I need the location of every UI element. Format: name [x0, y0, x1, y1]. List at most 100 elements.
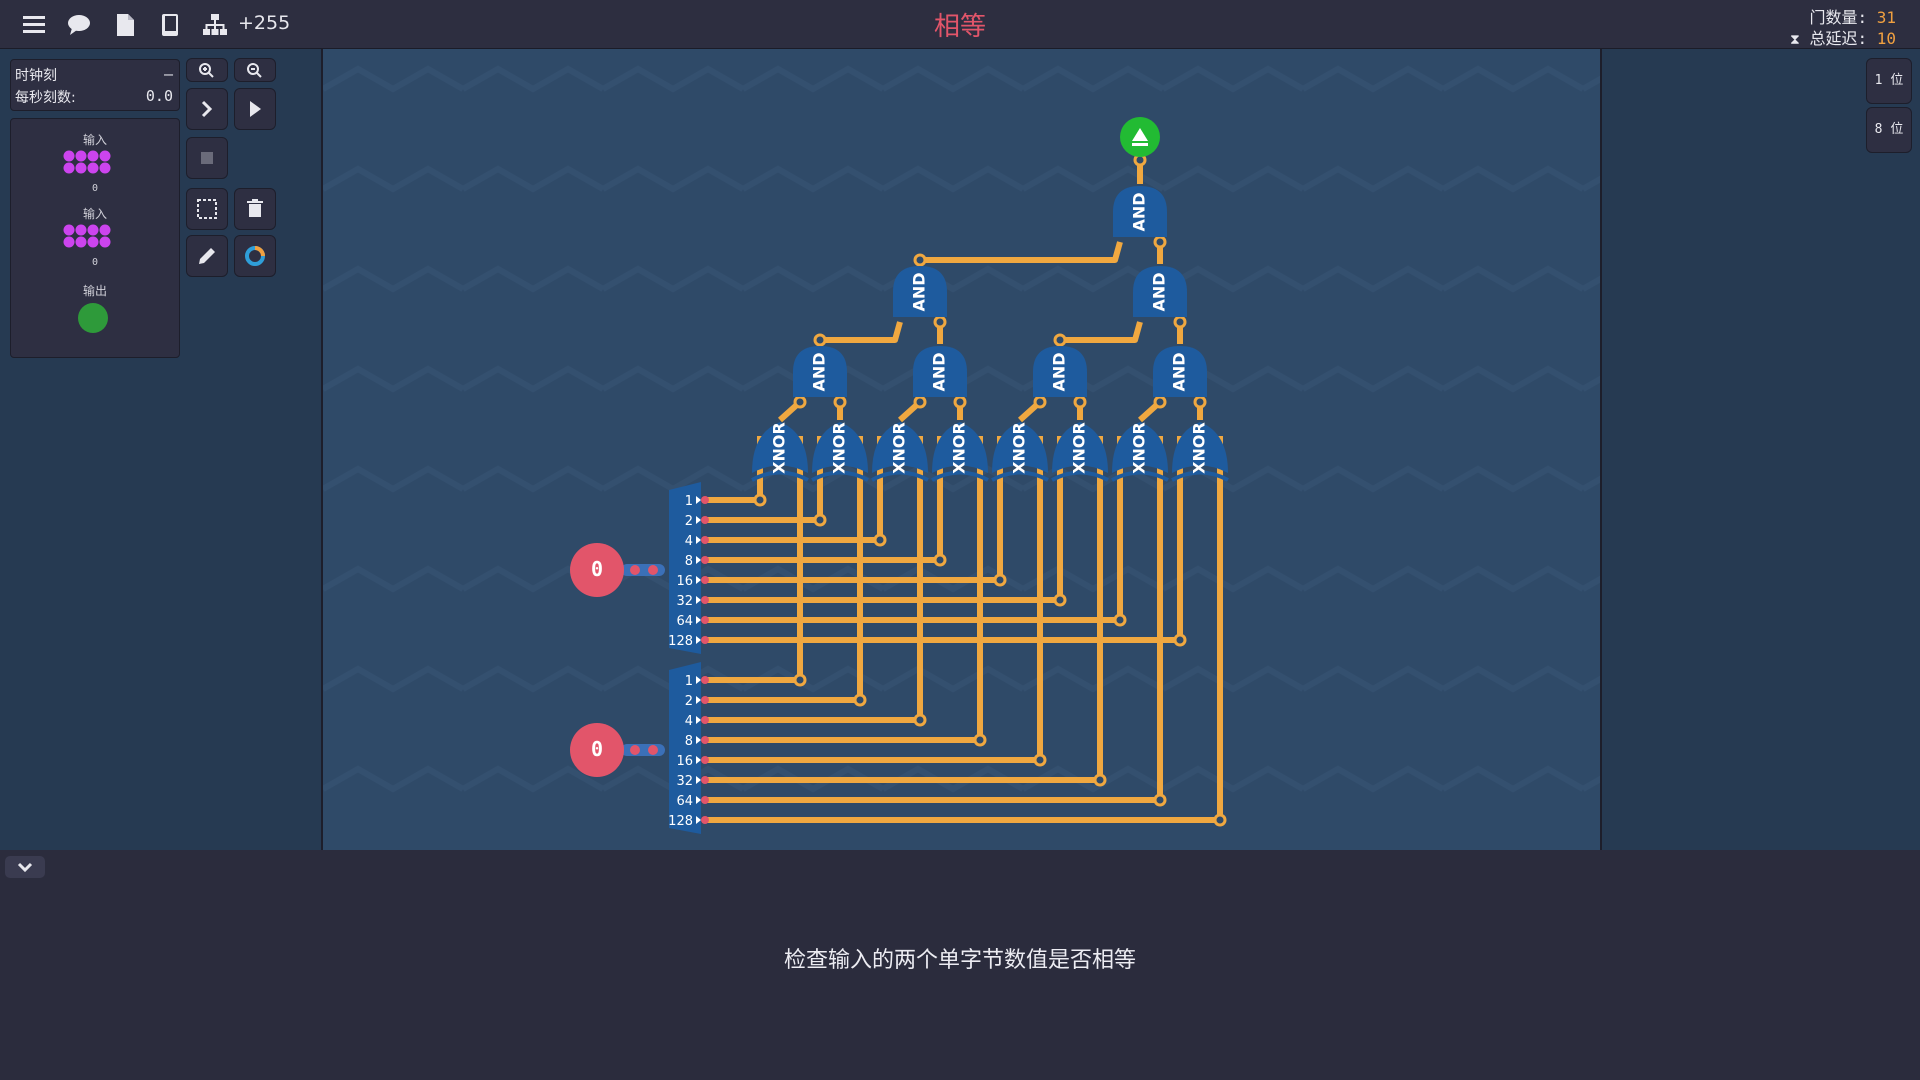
and-gate-label: AND — [1130, 192, 1149, 231]
byte-input-1-component[interactable] — [59, 148, 129, 178]
byte-b-input[interactable]: 0 — [570, 723, 624, 777]
xnor-gate[interactable]: XNOR — [1111, 422, 1169, 482]
tps-label: 每秒刻数: — [15, 90, 76, 106]
xnor-gate-input-arc — [811, 470, 869, 482]
book-icon[interactable] — [157, 12, 183, 38]
and-gate-body — [793, 346, 847, 397]
level-description: 检查输入的两个单字节数值是否相等 — [783, 948, 1136, 973]
connector-pin — [648, 565, 658, 575]
clock-panel: 时钟刻 – 每秒刻数: 0.0 — [10, 59, 180, 111]
bit-output-component[interactable] — [75, 300, 111, 336]
wire-joint — [833, 395, 847, 409]
and-gate[interactable]: AND — [1153, 346, 1207, 397]
byte-b-input-value: 0 — [591, 737, 603, 761]
xnor-gate-input-arc — [1051, 470, 1109, 482]
wire-joint — [793, 673, 807, 687]
xnor-gate-label: XNOR — [1070, 422, 1089, 474]
output-arrow-icon-base — [1132, 143, 1148, 146]
byte-b-decoder — [669, 662, 701, 834]
bit-pin — [701, 736, 709, 744]
output-pin[interactable] — [1120, 117, 1160, 157]
xnor-gate-input-arc — [1111, 470, 1169, 482]
bit-arrow-icon — [696, 816, 701, 824]
byte-a-bit-label: 4 — [685, 534, 693, 549]
xnor-gate[interactable]: XNOR — [991, 422, 1049, 482]
color-button[interactable] — [234, 235, 276, 277]
bit-arrow-icon — [696, 516, 701, 524]
pencil-icon — [199, 248, 215, 264]
and-gate[interactable]: AND — [1113, 186, 1167, 237]
collapse-button[interactable] — [5, 856, 45, 878]
xnor-gate[interactable]: XNOR — [751, 422, 809, 482]
delete-button[interactable] — [234, 188, 276, 230]
stop-button[interactable] — [186, 137, 228, 179]
gate-count-value: 31 — [1876, 8, 1896, 27]
bottom-panel — [0, 850, 1920, 1080]
wire-joint — [873, 533, 887, 547]
bit-arrow-icon — [696, 696, 701, 704]
xnor-gate-body — [1112, 422, 1168, 473]
one-bit-button[interactable]: 1 位 — [1866, 58, 1912, 104]
byte-a-input[interactable]: 0 — [570, 543, 624, 597]
wire-joint — [1173, 633, 1187, 647]
zoom-in-button[interactable] — [186, 58, 228, 82]
wire-joint — [1153, 395, 1167, 409]
chevron-right-icon — [201, 100, 213, 118]
palette-input1-value: 0 — [91, 183, 99, 194]
step-button[interactable] — [186, 88, 228, 130]
and-gate[interactable]: AND — [893, 266, 947, 317]
bit-pin — [701, 636, 709, 644]
clock-dash: – — [163, 65, 173, 83]
xnor-gate[interactable]: XNOR — [871, 422, 929, 482]
zoom-in-icon — [199, 63, 214, 78]
wire-joint — [1113, 613, 1127, 627]
output-arrow-icon — [1132, 128, 1148, 141]
select-button[interactable] — [186, 188, 228, 230]
chat-icon[interactable] — [66, 12, 92, 38]
bit-pin — [701, 596, 709, 604]
bit-arrow-icon — [696, 756, 701, 764]
xnor-gate-label: XNOR — [1010, 422, 1029, 474]
zoom-out-icon — [247, 63, 262, 78]
total-delay: ⧗ 总延迟: 10 — [1790, 25, 1896, 49]
byte-b-bit-label: 128 — [668, 814, 693, 829]
and-gate[interactable]: AND — [1033, 346, 1087, 397]
xnor-gate-label: XNOR — [890, 422, 909, 474]
connector-pin — [648, 745, 658, 755]
document-icon[interactable] — [112, 12, 138, 38]
xnor-gate-body — [1172, 422, 1228, 473]
and-gate-body — [913, 346, 967, 397]
palette-input1-label: 输入 — [82, 133, 107, 147]
play-button[interactable] — [234, 88, 276, 130]
byte-a-input-body — [570, 543, 624, 597]
draw-button[interactable] — [186, 235, 228, 277]
wire-joint — [813, 333, 827, 347]
and-gate[interactable]: AND — [793, 346, 847, 397]
byte-b-bit-label: 4 — [685, 714, 693, 729]
wire-joint — [933, 553, 947, 567]
xnor-gate-input-arc — [991, 470, 1049, 482]
and-gate[interactable]: AND — [1133, 266, 1187, 317]
menu-icon[interactable] — [21, 12, 47, 38]
byte-input-2-component[interactable] — [59, 222, 129, 252]
hierarchy-icon[interactable] — [202, 12, 228, 38]
xnor-gate[interactable]: XNOR — [931, 422, 989, 482]
bit-pin — [701, 796, 709, 804]
byte-b-bit-label: 2 — [685, 694, 693, 709]
and-gate-label: AND — [810, 352, 829, 391]
xnor-gate[interactable]: XNOR — [1051, 422, 1109, 482]
wire-joint — [1073, 395, 1087, 409]
and-gate[interactable]: AND — [913, 346, 967, 397]
xnor-gate[interactable]: XNOR — [1171, 422, 1229, 482]
wire-joint — [1093, 773, 1107, 787]
eight-bit-button[interactable]: 8 位 — [1866, 107, 1912, 153]
zoom-out-button[interactable] — [234, 58, 276, 82]
xnor-gate-body — [812, 422, 868, 473]
xnor-gate-label: XNOR — [1130, 422, 1149, 474]
xnor-gate[interactable]: XNOR — [811, 422, 869, 482]
byte-b-bit-label: 1 — [685, 674, 693, 689]
wire-joint — [953, 395, 967, 409]
